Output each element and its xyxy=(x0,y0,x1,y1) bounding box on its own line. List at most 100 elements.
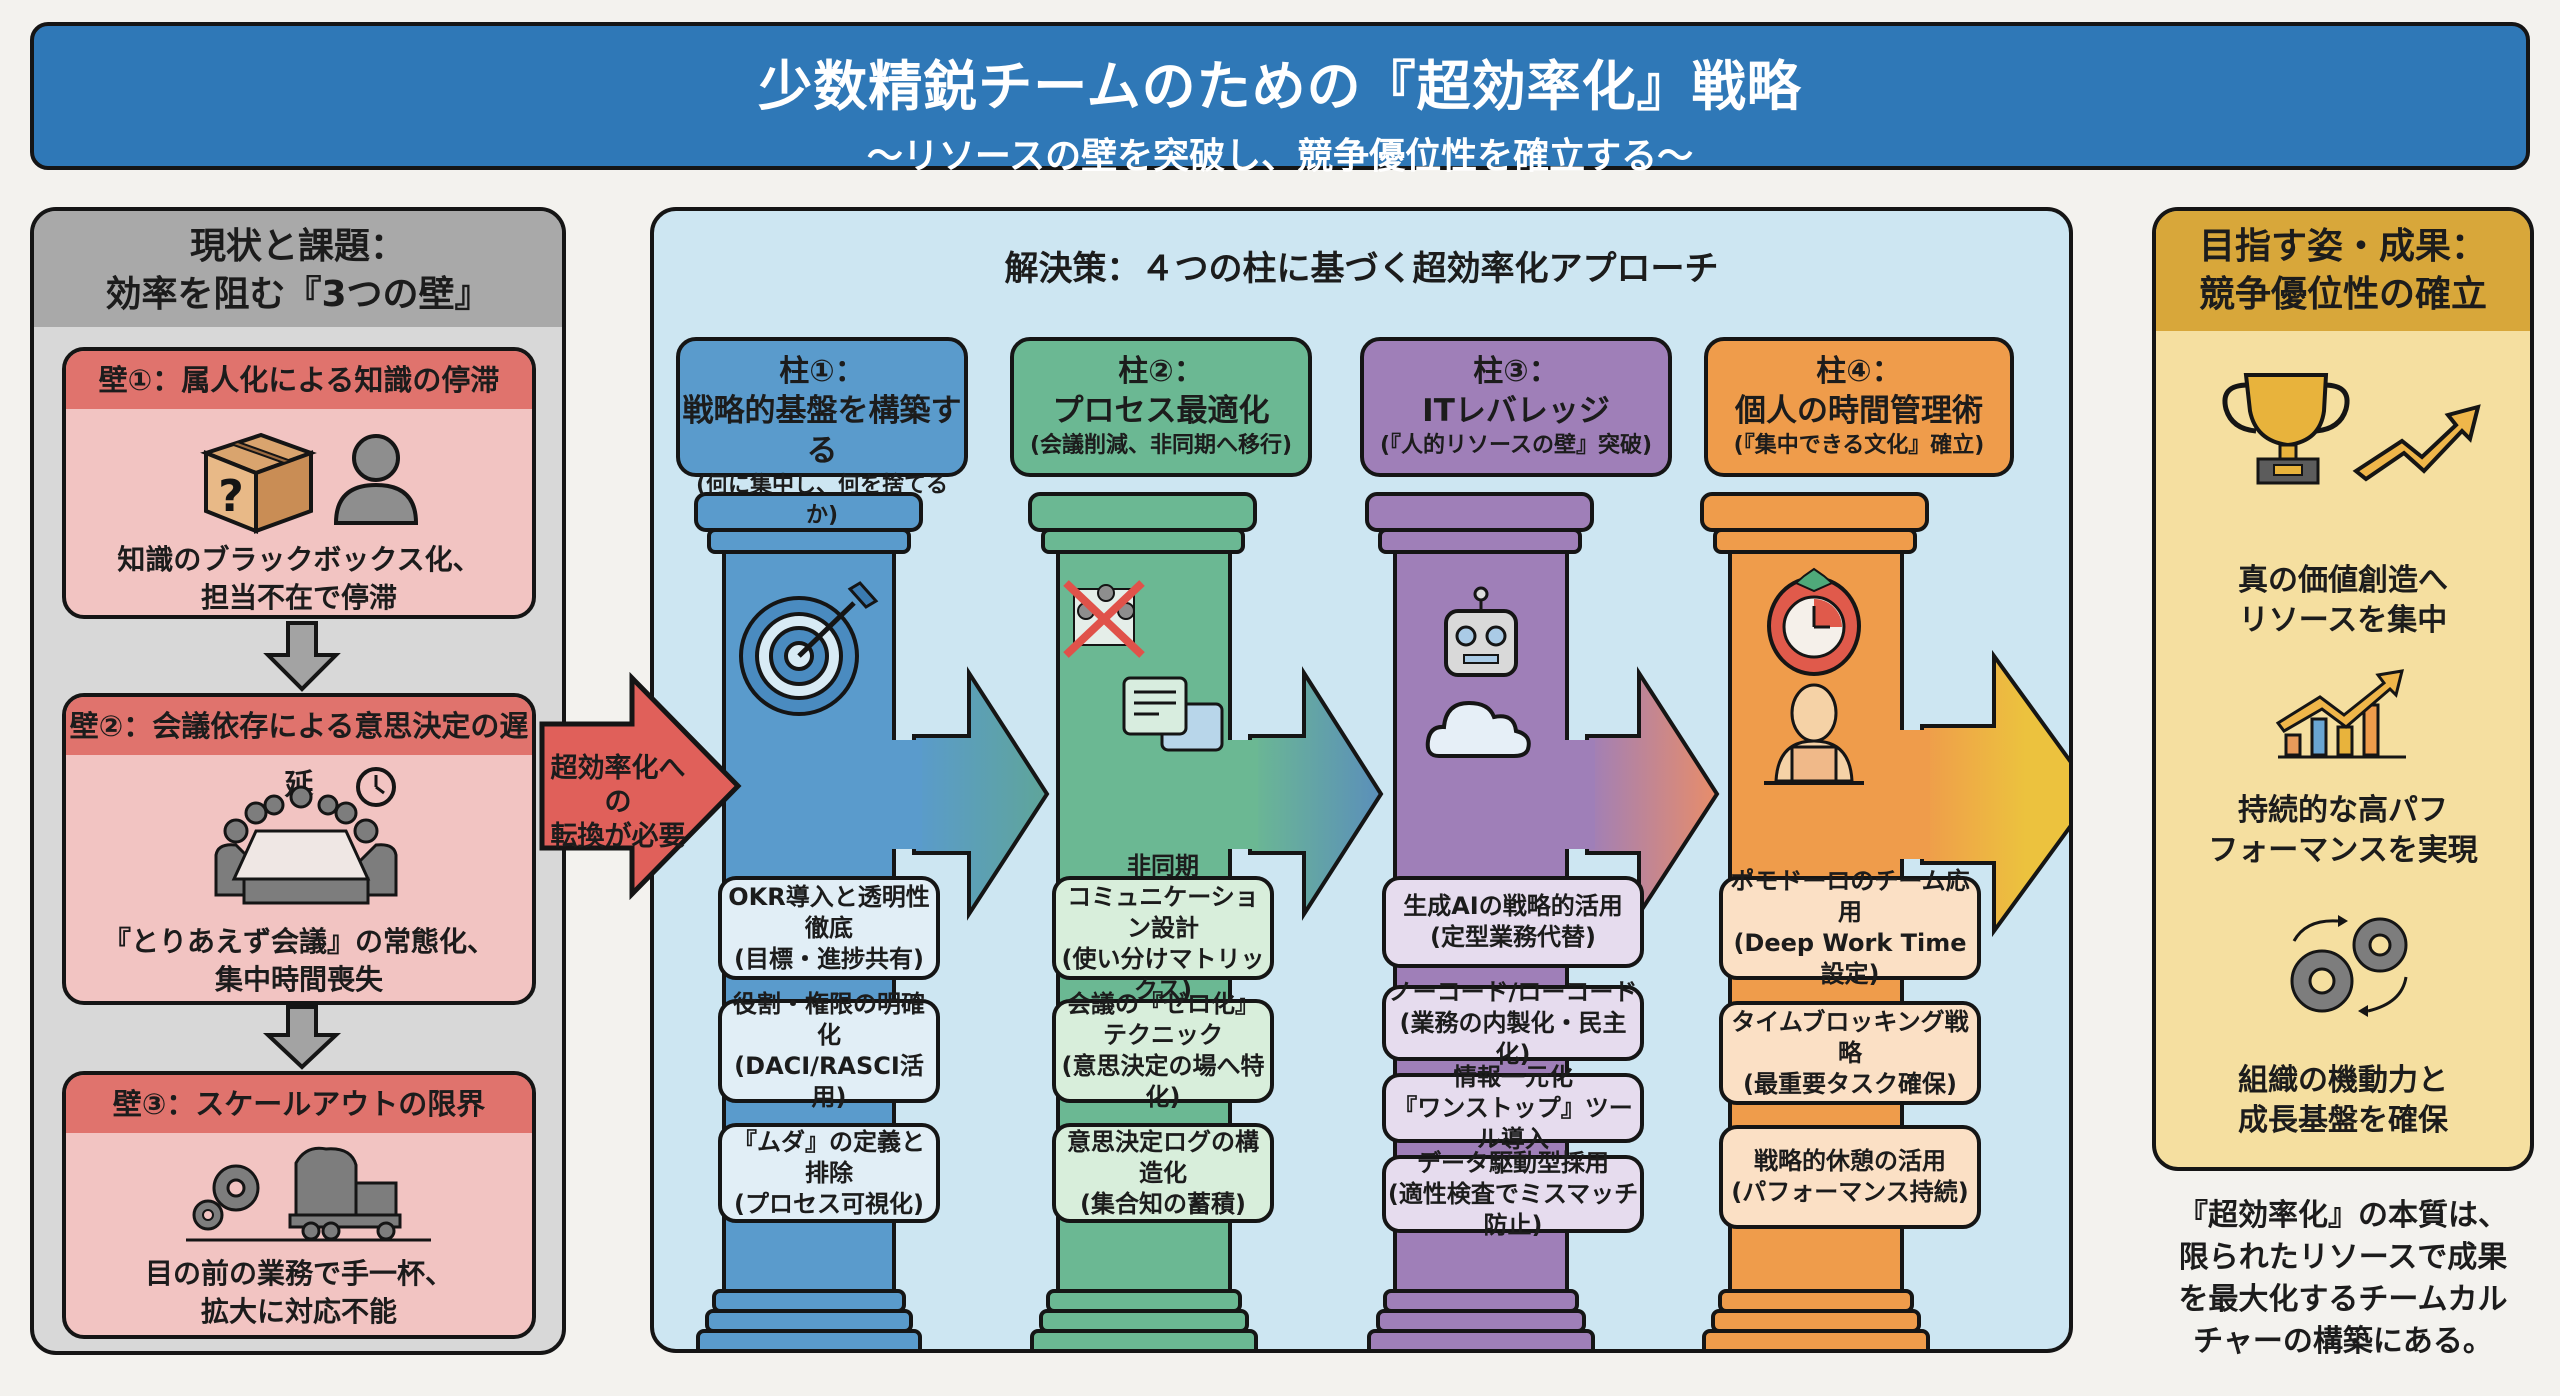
transition-arrow-line1: 超効率化への xyxy=(550,753,686,818)
solution-heading: 解決策：４つの柱に基づく超効率化アプローチ xyxy=(1004,249,1719,289)
item-line2: (業務の内製化・民主化) xyxy=(1399,1008,1627,1068)
pillar-header-3: 柱③： ITレバレッジ (『人的リソースの壁』突破) xyxy=(1360,337,1672,477)
flow-arrow-1-2 xyxy=(912,666,1050,921)
pillar-3-item-3: 情報一元化 『ワンストップ』ツール導入 xyxy=(1382,1063,1644,1153)
pillar-4-item-2: タイムブロッキング戦略 (最重要タスク確保) xyxy=(1719,1001,1981,1105)
pillar-name: ITレバレッジ xyxy=(1422,393,1610,429)
pomodoro-laptop-worker-icon xyxy=(1764,567,1864,785)
pillar-header-4: 柱④： 個人の時間管理術 (『集中できる文化』確立) xyxy=(1704,337,2014,477)
wall-card-2: 壁②：会議依存による意思決定の遅延 『とりあえず会議』の常態化、 集中時間喪失 xyxy=(62,693,536,1005)
transition-arrow xyxy=(539,671,742,901)
wall-title: 壁①：属人化による知識の停滞 xyxy=(66,351,532,409)
pillar-name: プロセス最適化 xyxy=(1052,393,1270,429)
item-line2: (DACI/RASCI活用) xyxy=(734,1052,924,1111)
item-line1: 生成AIの戦略的活用 xyxy=(1403,892,1623,920)
outcome-line2: フォーマンスを実現 xyxy=(2208,833,2478,868)
item-line1: 会議の『ゼロ化』 xyxy=(1067,990,1259,1018)
outcome-line1: 持続的な高パフ xyxy=(2238,793,2448,828)
outcome-2-text: 持続的な高パフ フォーマンスを実現 xyxy=(2156,791,2530,871)
item-line3: (使い分けマトリックス) xyxy=(1061,944,1265,1004)
pillar-note: (『人的リソースの壁』突破) xyxy=(1379,433,1652,458)
down-arrow-icon xyxy=(263,621,341,692)
outcome-line1: 真の価値創造へ xyxy=(2238,563,2448,598)
conclusion-statement: 『超効率化』の本質は、 限られたリソースで成果 を最大化するチームカル チャーの… xyxy=(2152,1195,2534,1363)
conclusion-line: を最大化するチームカル xyxy=(2178,1282,2508,1317)
item-line2: コミュニケーション設計 xyxy=(1067,882,1259,942)
rotating-gears-icon xyxy=(2290,915,2408,1017)
pillar-4-item-1: ポモドーロのチーム応用 (Deep Work Time設定) xyxy=(1719,867,1981,988)
pillar-number: 柱②： xyxy=(1118,354,1204,389)
item-line1: ポモドーロのチーム応用 xyxy=(1730,867,1970,926)
solution-panel: 解決策：４つの柱に基づく超効率化アプローチ xyxy=(650,207,2073,1353)
wall-title: 壁③：スケールアウトの限界 xyxy=(66,1075,532,1133)
outcome-line2: リソースを集中 xyxy=(2238,603,2448,638)
item-line1: OKR導入と透明性徹底 xyxy=(728,882,930,942)
item-line2: (集合知の蓄積) xyxy=(1080,1189,1246,1218)
down-arrow-icon xyxy=(262,1005,342,1070)
item-line1: ノーコード/ローコード xyxy=(1388,977,1638,1006)
item-line2: 『ワンストップ』ツール導入 xyxy=(1393,1093,1633,1153)
meeting-table-clock-icon xyxy=(214,767,398,905)
item-line1: 非同期 xyxy=(1127,851,1199,880)
transition-arrow-label: 超効率化への 転換が必要 xyxy=(548,752,688,854)
flow-arrow-2-3 xyxy=(1248,666,1384,921)
wall-description-line1: 知識のブラックボックス化、 xyxy=(117,543,481,576)
pillar-1-item-3: 『ムダ』の定義と排除 (プロセス可視化) xyxy=(718,1123,940,1223)
page-title: 少数精鋭チームのための『超効率化』戦略 xyxy=(758,55,1802,118)
no-meeting-chat-bubbles-icon xyxy=(1063,580,1224,752)
pillar-3-item-2: ノーコード/ローコード (業務の内製化・民主化) xyxy=(1382,978,1644,1068)
item-line2: テクニック xyxy=(1103,1021,1223,1049)
item-line2: (目標・進捗共有) xyxy=(734,944,924,973)
pillar-2-item-2: 会議の『ゼロ化』 テクニック (意思決定の場へ特化) xyxy=(1052,990,1274,1111)
conclusion-line: チャーの構築にある。 xyxy=(2193,1324,2493,1359)
pillar-number: 柱③： xyxy=(1473,354,1559,389)
current-state-header: 現状と課題： 効率を阻む『3つの壁』 xyxy=(34,211,562,327)
wall-description: 知識のブラックボックス化、 担当不在で停滞 xyxy=(66,541,532,615)
outcome-1-text: 真の価値創造へ リソースを集中 xyxy=(2156,561,2530,641)
item-line1: データ駆動型採用 xyxy=(1417,1148,1609,1177)
svg-text:?: ? xyxy=(218,471,244,522)
conclusion-line: 限られたリソースで成果 xyxy=(2178,1240,2508,1275)
pillar-1-item-1: OKR導入と透明性徹底 (目標・進捗共有) xyxy=(718,876,940,980)
pillar-note: (会議削減、非同期へ移行) xyxy=(1029,433,1293,458)
pillar-name: 個人の時間管理術 xyxy=(1735,393,1983,429)
wall-card-1: 壁①：属人化による知識の停滞 ? 知識のブラックボックス化、 担当不在で停滞 xyxy=(62,347,536,619)
pillar-3-item-4: データ駆動型採用 (適性検査でミスマッチ防止) xyxy=(1382,1149,1644,1239)
pillar-header-2: 柱②： プロセス最適化 (会議削減、非同期へ移行) xyxy=(1010,337,1312,477)
wall-description-line1: 目の前の業務で手一杯、 xyxy=(144,1257,453,1290)
pillar-number: 柱①： xyxy=(779,354,865,389)
wall-description-line2: 担当不在で停滞 xyxy=(200,581,397,614)
flow-arrow-4-out xyxy=(1920,649,2069,938)
item-line1: 情報一元化 xyxy=(1453,1062,1573,1091)
current-state-panel: 現状と課題： 効率を阻む『3つの壁』 壁①：属人化による知識の停滞 ? 知識のブ… xyxy=(30,207,566,1355)
outcomes-panel: 目指す姿・成果： 競争優位性の確立 真の価値創造へ リソースを集中 持続的な高パ… xyxy=(2152,207,2534,1171)
item-line2: (最重要タスク確保) xyxy=(1743,1069,1957,1098)
pillar-note: (何に集中し、何を捨てるか) xyxy=(695,473,949,528)
title-banner: 少数精鋭チームのための『超効率化』戦略 〜リソースの壁を突破し、競争優位性を確立… xyxy=(30,22,2530,177)
item-line3: (意思決定の場へ特化) xyxy=(1061,1052,1265,1111)
item-line1: 戦略的休憩の活用 xyxy=(1754,1147,1946,1175)
item-line1: タイムブロッキング戦略 xyxy=(1731,1007,1969,1067)
outcomes-heading-line2: 競争優位性の確立 xyxy=(2198,274,2487,315)
outcomes-heading-line1: 目指す姿・成果： xyxy=(2198,226,2487,267)
current-state-heading-line2: 効率を阻む『3つの壁』 xyxy=(105,274,491,315)
conclusion-line: 『超効率化』の本質は、 xyxy=(2178,1198,2508,1233)
transition-arrow-line2: 転換が必要 xyxy=(550,821,686,852)
outcomes-header: 目指す姿・成果： 競争優位性の確立 xyxy=(2156,211,2530,331)
item-line2: (プロセス可視化) xyxy=(734,1189,924,1218)
pillar-4-item-3: 戦略的休憩の活用 (パフォーマンス持続) xyxy=(1719,1125,1981,1229)
item-line2: (定型業務代替) xyxy=(1430,923,1596,951)
robot-cloud-icon xyxy=(1425,586,1531,758)
wall-description-line2: 拡大に対応不能 xyxy=(200,1295,397,1328)
pillar-2-item-3: 意思決定ログの構造化 (集合知の蓄積) xyxy=(1052,1123,1274,1223)
item-line1: 意思決定ログの構造化 xyxy=(1067,1127,1259,1187)
wall-card-3: 壁③：スケールアウトの限界 目の前の業務で手一杯、 拡大に対応不能 xyxy=(62,1071,536,1339)
pillar-number: 柱④： xyxy=(1816,354,1902,389)
wall-description-line2: 集中時間喪失 xyxy=(214,963,383,996)
item-line1: 役割・権限の明確化 xyxy=(733,990,925,1049)
outcome-3-text: 組織の機動力と 成長基盤を確保 xyxy=(2156,1061,2530,1141)
item-line2: (Deep Work Time設定) xyxy=(1733,929,1967,988)
flow-arrow-3-4 xyxy=(1585,666,1720,921)
outcome-line2: 成長基盤を確保 xyxy=(2238,1103,2448,1138)
mystery-box-and-person-icon: ? xyxy=(200,432,419,534)
